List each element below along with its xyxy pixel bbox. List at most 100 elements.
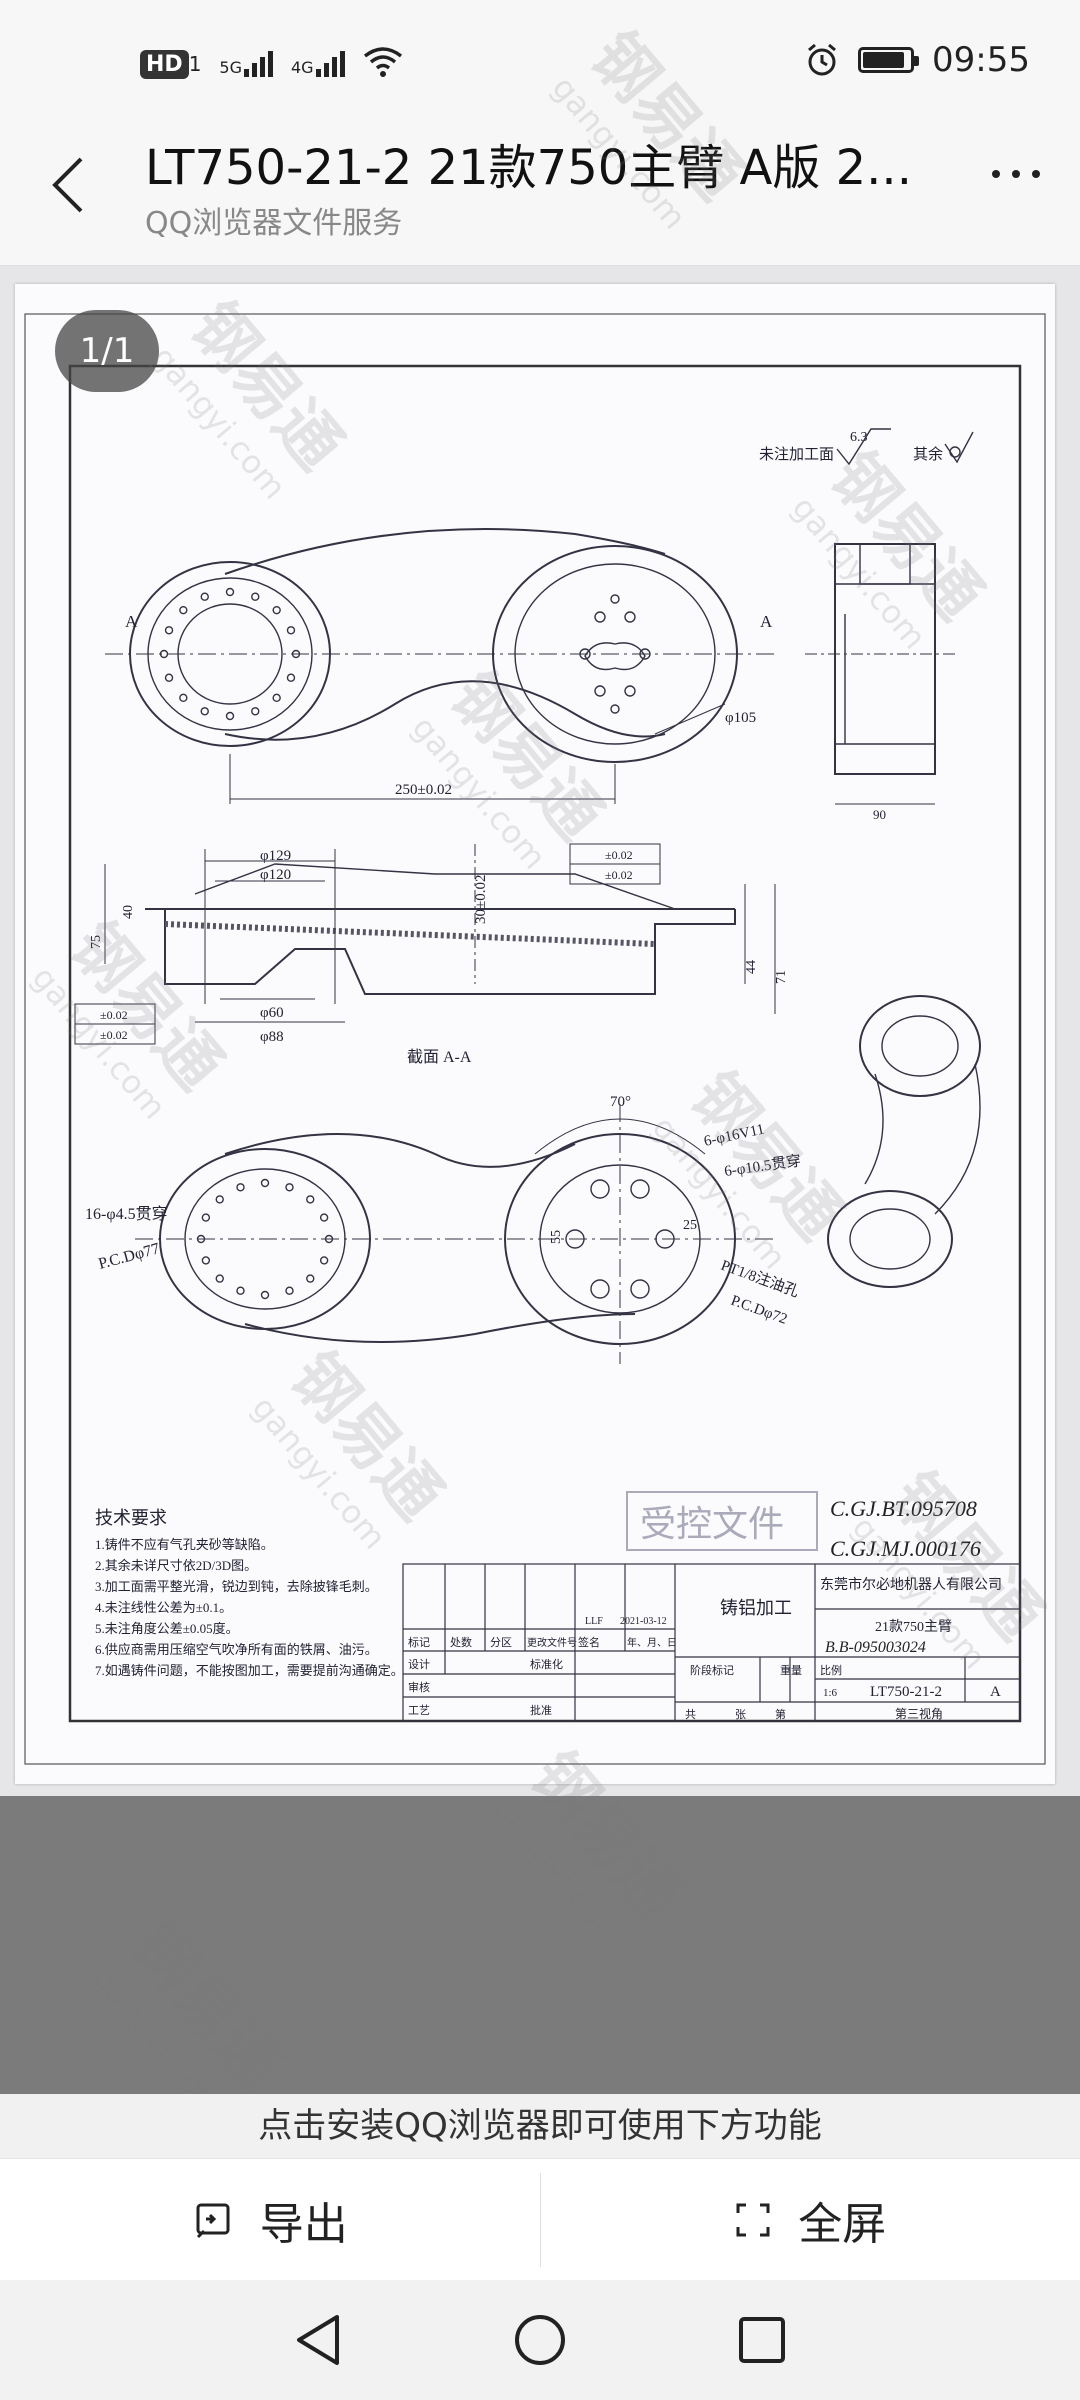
process-label: 铸铝加工 (720, 1598, 792, 1618)
battery-icon (858, 47, 920, 73)
bolt-hole (291, 649, 301, 659)
dim-phi129: φ129 (260, 848, 291, 864)
projection-label: 第三视角 (895, 1706, 943, 1721)
bolt-hole (236, 1286, 245, 1295)
tech-note: 1.铸件不应有气孔夹砂等缺陷。 (95, 1537, 274, 1552)
dim-90: 90 (873, 807, 886, 822)
dim-250: 250±0.02 (395, 782, 452, 798)
designer-label: 设计 (408, 1658, 430, 1671)
bolt-hole (251, 707, 260, 716)
craft-label: 工艺 (408, 1704, 430, 1717)
part-name: 21款750主臂 (875, 1619, 952, 1635)
engineering-drawing: 未注加工面 6.3 其余 A A (24, 313, 1046, 1765)
status-right: 09:55 (804, 40, 1030, 80)
fullscreen-button[interactable]: 全屏 (541, 2159, 1080, 2281)
pt-hole-label: PT1/8注油孔 (719, 1257, 802, 1301)
pcd-72: P.C.Dφ72 (729, 1293, 790, 1328)
bolt-hole (324, 1234, 334, 1244)
bolt-hole (215, 1274, 224, 1283)
dim-44: 44 (744, 960, 759, 974)
dim-55: 55 (549, 1230, 564, 1244)
tech-title: 技术要求 (95, 1508, 167, 1528)
company-name: 东莞市尔必地机器人有限公司 (820, 1576, 1002, 1593)
more-dot-icon (992, 170, 1000, 178)
roughness-symbol-icon (836, 428, 891, 466)
bolt-hole (159, 649, 169, 659)
fullscreen-label: 全屏 (798, 2199, 887, 2250)
tech-note: 3.加工面需平整光滑，锐边到钝，去除披锋毛刺。 (95, 1579, 378, 1594)
tech-note: 7.如遇铸件问题，不能按图加工，需要提前沟通确定。 (95, 1663, 404, 1678)
handwritten-code-1: C.GJ.BT.095708 (830, 1496, 977, 1521)
bottom-view-holes (196, 1178, 334, 1300)
bolt-hole (179, 605, 188, 615)
standard-label: 标准化 (530, 1657, 563, 1671)
bolt-hole (286, 626, 296, 635)
section-mark-a-left: A (125, 612, 138, 631)
dim-phi120: φ120 (260, 867, 291, 883)
tolerance-parallel-2: ±0.02 (100, 1028, 128, 1042)
export-button[interactable]: 导出 (0, 2159, 540, 2281)
nav-home-icon[interactable] (513, 2313, 567, 2367)
side-view (805, 543, 955, 805)
tech-note: 2.其余未详尺寸依2D/3D图。 (95, 1558, 257, 1573)
bolt-hole (201, 1213, 211, 1222)
weight-label: 重量 (780, 1663, 802, 1677)
page-indicator: 1/1 (55, 310, 159, 392)
title-block (402, 1563, 1021, 1722)
dim-40: 40 (121, 905, 136, 919)
battery-level (863, 52, 905, 68)
bolt-hole (225, 587, 235, 597)
wifi-icon (363, 46, 402, 77)
top-view-holes (159, 587, 301, 721)
export-icon (196, 2203, 230, 2239)
change-no-label: 更改文件号 (527, 1636, 577, 1649)
bottom-view (135, 1104, 775, 1364)
bolt-hole (215, 1195, 224, 1204)
iso-view (827, 995, 981, 1288)
document-page[interactable]: 未注加工面 6.3 其余 A A (15, 284, 1055, 1784)
chevron-left-icon (52, 157, 83, 213)
document-viewer[interactable]: 未注加工面 6.3 其余 A A (0, 266, 1080, 1796)
bolt-hole (272, 605, 281, 615)
dim-phi105: φ105 (725, 710, 756, 726)
roughness-label: 未注加工面 (759, 446, 834, 463)
tech-note: 4.未注线性公差为±0.1。 (95, 1600, 232, 1615)
rest-symbol-icon (944, 431, 974, 464)
pcd-77: P.C.Dφ77 (97, 1240, 162, 1273)
dim-phi88: φ88 (260, 1029, 284, 1045)
signal-4g-icon: 4G (291, 47, 345, 77)
dim-25: 25 (683, 1218, 697, 1233)
controlled-stamp-text: 受控文件 (640, 1504, 784, 1544)
alarm-icon (808, 43, 836, 76)
sheets-label: 张 (735, 1708, 746, 1721)
more-dot-icon (1032, 170, 1040, 178)
system-nav-bar (0, 2280, 1080, 2400)
tolerance-parallel: ±0.02 (605, 868, 633, 882)
sign-label: 签名 (578, 1635, 600, 1649)
page-title: LT750-21-2 21款750主臂 A版 2... (145, 140, 912, 196)
controlled-stamp (626, 1491, 818, 1551)
nav-back-icon[interactable] (293, 2313, 343, 2367)
bolt-hole (272, 693, 281, 703)
title-bar: LT750-21-2 21款750主臂 A版 2... QQ浏览器文件服务 (0, 110, 1080, 266)
tech-note: 6.供应商需用压缩空气吹净所有面的铁屑、油污。 (95, 1642, 378, 1657)
clock: 09:55 (932, 40, 1030, 80)
action-divider (539, 2173, 541, 2267)
scale-label: 比例 (820, 1663, 842, 1677)
install-banner[interactable]: 点击安装QQ浏览器即可使用下方功能 (0, 2094, 1080, 2158)
fullscreen-icon (736, 2203, 770, 2237)
back-button[interactable] (38, 140, 98, 230)
more-options-button[interactable] (992, 170, 1040, 178)
nav-recents-icon[interactable] (737, 2315, 787, 2365)
section-label: 截面 A-A (407, 1048, 472, 1066)
author: LLF (585, 1616, 603, 1627)
scale-value: 1:6 (823, 1687, 838, 1699)
bolt-hole (225, 711, 235, 721)
tech-note: 5.未注角度公差±0.05度。 (95, 1621, 239, 1636)
hole-label-2: 6-φ10.5贯穿 (723, 1152, 802, 1180)
review-label: 审核 (408, 1680, 430, 1694)
bolt-hole (200, 592, 209, 601)
bolt-hole (236, 1183, 245, 1192)
dim-75: 75 (89, 935, 104, 949)
handwritten-code-2: C.GJ.MJ.000176 (830, 1536, 981, 1561)
